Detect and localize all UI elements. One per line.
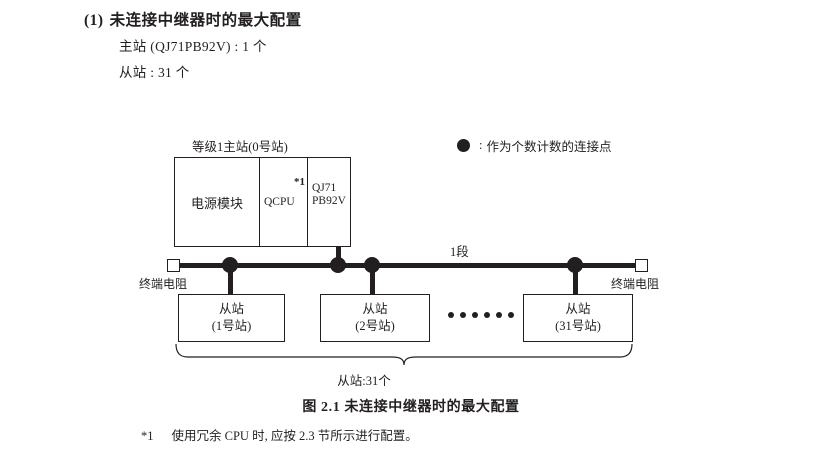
slave-title-31: 从站: [565, 302, 591, 317]
slave-station-box-2: 从站 (2号站): [320, 294, 430, 342]
qcpu-label: QCPU: [264, 196, 295, 208]
master-rack-label: 等级1主站(0号站): [192, 140, 288, 154]
slave-group-brace: [174, 344, 634, 366]
drop-line-slave-1: [228, 264, 233, 295]
section-heading: (1) 未连接中继器时的最大配置: [84, 8, 302, 30]
ellipsis-dot: [472, 312, 478, 318]
qj71pb92v-label-line2: PB92V: [312, 195, 346, 208]
footnote-marker: *1: [141, 429, 154, 443]
master-rack: 电源模块 QCPU *1 QJ71 PB92V: [174, 157, 351, 247]
terminator-label-right: 终端电阻: [611, 277, 660, 291]
qj71pb92v-label: QJ71 PB92V: [312, 182, 346, 208]
qj71pb92v-label-line1: QJ71: [312, 182, 337, 194]
slave-station-box-31: 从站 (31号站): [523, 294, 633, 342]
figure-caption: 图 2.1 未连接中继器时的最大配置: [302, 400, 520, 415]
terminator-resistor-right-icon: [635, 259, 648, 272]
slave-station-1: (1号站): [211, 319, 252, 333]
drop-line-slave-2: [370, 264, 375, 295]
slave-station-2: (2号站): [355, 319, 395, 333]
rack-cell-power-supply: 电源模块: [175, 158, 260, 246]
slave-station-31: (31号站): [555, 319, 601, 333]
connection-node-master: [330, 257, 346, 273]
spec-slave-count: 从站 : 31 个: [119, 65, 190, 80]
ellipsis-dots-icon: [448, 312, 514, 318]
ellipsis-dot: [484, 312, 490, 318]
slave-title-2: 从站: [362, 302, 388, 317]
footnote-text: 使用冗余 CPU 时, 应按 2.3 节所示进行配置。: [171, 429, 418, 443]
power-supply-label: 电源模块: [190, 195, 243, 211]
spec-master-count: 主站 (QJ71PB92V) : 1 个: [119, 39, 267, 54]
section-number: (1): [84, 12, 104, 29]
ellipsis-dot: [460, 312, 466, 318]
footnote: *1 使用冗余 CPU 时, 应按 2.3 节所示进行配置。: [141, 425, 418, 444]
slave-group-label: 从站:31个: [337, 374, 391, 388]
drop-line-slave-31: [573, 264, 578, 295]
rack-cell-qj71pb92v: QJ71 PB92V: [308, 158, 350, 246]
ellipsis-dot: [448, 312, 454, 318]
network-trunk-line: [179, 263, 637, 268]
legend: : 作为个数计数的连接点: [457, 136, 612, 155]
legend-label: 作为个数计数的连接点: [486, 140, 612, 154]
ellipsis-dot: [496, 312, 502, 318]
qcpu-footnote-marker: *1: [294, 176, 305, 188]
legend-colon: :: [479, 138, 483, 152]
filled-circle-icon: [457, 139, 470, 152]
terminator-resistor-left-icon: [167, 259, 180, 272]
segment-label: 1段: [450, 245, 469, 259]
rack-cell-qcpu: QCPU *1: [260, 158, 308, 246]
section-title: 未连接中继器时的最大配置: [109, 12, 302, 29]
slave-title-1: 从站: [218, 302, 244, 317]
terminator-label-left: 终端电阻: [139, 277, 188, 291]
slave-station-box-1: 从站 (1号站): [178, 294, 285, 342]
ellipsis-dot: [508, 312, 514, 318]
